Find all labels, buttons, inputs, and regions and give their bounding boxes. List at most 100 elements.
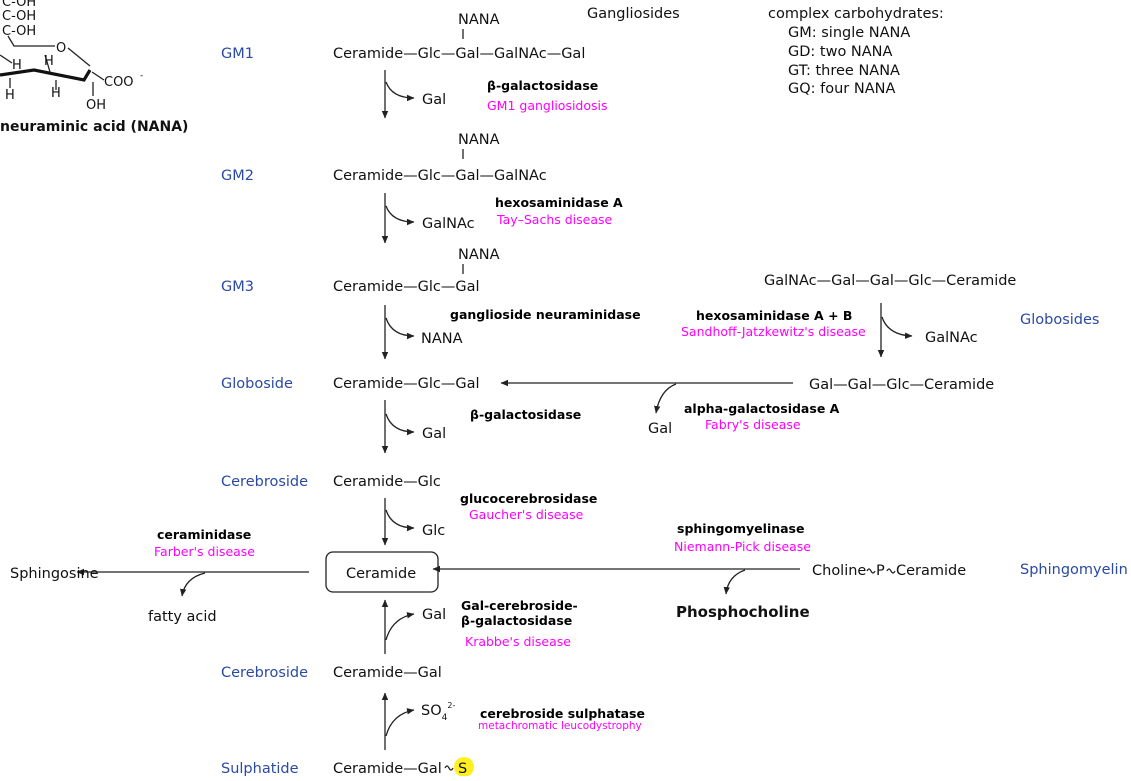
sulphatide-s: S bbox=[458, 761, 467, 776]
nana-bond bbox=[91, 71, 105, 81]
product-nana: NANA bbox=[421, 331, 463, 347]
class-sulphatide: Sulphatide bbox=[221, 761, 299, 776]
nana-charge: - bbox=[140, 71, 143, 81]
class-cerebroside: Cerebroside bbox=[221, 665, 308, 681]
nana-coo: COO bbox=[104, 75, 134, 90]
enzyme-name: hexosaminidase A + B bbox=[696, 308, 852, 323]
enzyme-name: cerebroside sulphatase bbox=[480, 706, 645, 721]
disease-name: Krabbe's disease bbox=[465, 634, 571, 649]
legend-item: GD: two NANA bbox=[788, 44, 893, 60]
enzyme-name: β-galactosidase bbox=[487, 78, 598, 93]
nana-c-oh-3: C-OH bbox=[2, 24, 36, 39]
molecule-sulphatide: Ceramide—Gal bbox=[333, 761, 442, 776]
enzyme-name: Gal-cerebroside- bbox=[461, 598, 578, 613]
molecule-cerebroside-gal: Ceramide—Gal bbox=[333, 665, 442, 681]
molecule-cerebroside-glc: Ceramide—Glc bbox=[333, 474, 441, 490]
nana-c-oh-2: C-OH bbox=[2, 9, 36, 24]
nana-structure: C-OH C-OH C-OH O H H H H COO - OH neuram… bbox=[0, 0, 188, 135]
enzyme-name: β-galactosidase bbox=[470, 407, 581, 422]
legend-title: complex carbohydrates: bbox=[768, 6, 944, 22]
wavy-bond bbox=[444, 765, 454, 771]
release-arrow bbox=[654, 383, 677, 414]
wavy-bond bbox=[866, 568, 876, 574]
disease-name: Tay–Sachs disease bbox=[496, 212, 613, 227]
legend-item: GT: three NANA bbox=[788, 63, 900, 79]
disease-name: Gaucher's disease bbox=[469, 507, 584, 522]
nana-oh: OH bbox=[86, 98, 106, 113]
class-gm1: GM1 bbox=[221, 46, 254, 62]
enzyme-name: alpha-galactosidase A bbox=[684, 401, 840, 416]
molecule-sphingosine: Sphingosine bbox=[10, 566, 99, 582]
nana-label: NANA bbox=[458, 12, 500, 28]
molecule-gal-gal-glc-ceramide: Gal—Gal—Glc—Ceramide bbox=[809, 377, 994, 393]
class-globosides: Globosides bbox=[1020, 312, 1099, 328]
disease-name: Farber's disease bbox=[154, 544, 255, 559]
class-globoside: Globoside bbox=[221, 376, 293, 392]
enzyme-name: glucocerebrosidase bbox=[460, 491, 597, 506]
wavy-bond bbox=[886, 568, 896, 574]
enzyme-name: sphingomyelinase bbox=[677, 521, 804, 536]
release-arrow bbox=[723, 569, 746, 595]
nana-name: neuraminic acid (NANA) bbox=[0, 119, 188, 135]
product-galnac: GalNAc bbox=[925, 330, 978, 346]
molecule-gm2: Ceramide—Glc—Gal—GalNAc bbox=[333, 168, 547, 184]
enzyme-name-line2: β-galactosidase bbox=[461, 613, 572, 628]
disease-name: GM1 gangliosidosis bbox=[487, 98, 608, 113]
nana-bond bbox=[7, 35, 55, 47]
release-arrow bbox=[385, 612, 415, 641]
nana-h-3: H bbox=[5, 88, 15, 103]
disease-name: Niemann-Pick disease bbox=[674, 539, 811, 554]
sphingomyelin-p: P bbox=[876, 563, 885, 579]
nana-label: NANA bbox=[458, 247, 500, 263]
product-galnac: GalNAc bbox=[422, 216, 475, 232]
nana-h-1: H bbox=[12, 58, 22, 73]
disease-name: metachromatic leucodystrophy bbox=[478, 720, 642, 732]
product-gal: Gal bbox=[422, 607, 446, 623]
release-arrow bbox=[385, 317, 415, 340]
legend-item: GQ: four NANA bbox=[788, 81, 895, 97]
product-fatty-acid: fatty acid bbox=[148, 609, 217, 625]
class-gm3: GM3 bbox=[221, 279, 254, 295]
enzyme-name: ceraminidase bbox=[157, 527, 251, 542]
molecule-globosides: GalNAc—Gal—Gal—Glc—Ceramide bbox=[764, 273, 1016, 289]
release-arrow bbox=[179, 572, 206, 597]
release-arrow bbox=[385, 413, 415, 436]
molecule-sphingomyelin: Choline P Ceramide bbox=[812, 563, 966, 579]
gangliosides-header: Gangliosides bbox=[587, 6, 680, 22]
disease-name: Fabry's disease bbox=[705, 417, 801, 432]
product-phosphocholine: Phosphocholine bbox=[676, 603, 810, 621]
class-cerebroside: Cerebroside bbox=[221, 474, 308, 490]
nana-c-oh-1: C-OH bbox=[2, 0, 36, 10]
molecule-ceramide: Ceramide bbox=[346, 566, 416, 582]
disease-name: Sandhoff-Jatzkewitz's disease bbox=[681, 324, 866, 339]
nana-o: O bbox=[56, 41, 66, 56]
nana-bond bbox=[67, 47, 91, 67]
class-gm2: GM2 bbox=[221, 168, 254, 184]
enzyme-name: ganglioside neuraminidase bbox=[450, 307, 641, 322]
sphingomyelin-choline: Choline bbox=[812, 563, 866, 579]
molecule-gm1: Ceramide—Glc—Gal—GalNAc—Gal bbox=[333, 46, 585, 62]
product-gal: Gal bbox=[648, 421, 672, 437]
nana-bond bbox=[0, 54, 13, 64]
molecule-gm3: Ceramide—Glc—Gal bbox=[333, 279, 480, 295]
enzyme-name: hexosaminidase A bbox=[495, 195, 623, 210]
molecule-globoside: Ceramide—Glc—Gal bbox=[333, 376, 480, 392]
nana-label: NANA bbox=[458, 132, 500, 148]
complex-carbohydrates-legend: complex carbohydrates: GM: single NANA G… bbox=[768, 6, 944, 97]
nana-bond bbox=[9, 78, 57, 90]
sulfur-highlight bbox=[454, 757, 474, 777]
product-glc: Glc bbox=[422, 523, 445, 539]
legend-item: GM: single NANA bbox=[788, 25, 910, 41]
class-sphingomyelin: Sphingomyelin bbox=[1020, 562, 1128, 578]
release-arrow bbox=[385, 509, 415, 532]
release-arrow bbox=[385, 205, 415, 226]
sphingomyelin-ceramide: Ceramide bbox=[896, 563, 966, 579]
product-so4: SO42- bbox=[421, 701, 455, 723]
nana-h-2: H bbox=[44, 54, 54, 69]
nana-bond bbox=[44, 54, 51, 73]
product-gal: Gal bbox=[422, 92, 446, 108]
release-arrow bbox=[385, 708, 415, 737]
release-arrow bbox=[881, 316, 913, 339]
